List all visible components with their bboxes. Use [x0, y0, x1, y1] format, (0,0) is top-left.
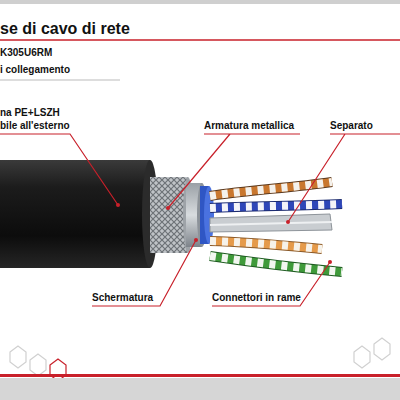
pair-outline — [210, 241, 322, 249]
subtitle-rule — [0, 80, 120, 81]
leader-dot — [116, 203, 120, 207]
hexagon — [30, 354, 46, 376]
pair-wire-white — [210, 182, 332, 196]
pair-outline — [210, 182, 332, 196]
pair-separator — [210, 214, 332, 232]
pair-wire-white — [210, 204, 342, 208]
separator-highlight — [210, 222, 332, 225]
part-label: Connettori in rame — [212, 292, 301, 304]
part-label: Armatura metallica — [204, 120, 294, 132]
part-label: Schermatura — [92, 292, 153, 304]
leader-line — [212, 262, 330, 306]
diagram-title: se di cavo di rete — [0, 19, 130, 38]
product-code: K305U6RM — [0, 47, 52, 59]
pair-outline — [210, 256, 342, 272]
frame-band — [0, 0, 400, 4]
leader-line — [92, 240, 196, 306]
hexagon-decoration — [10, 338, 390, 376]
leader-line — [288, 134, 400, 222]
pair-wire-white — [210, 241, 322, 249]
hexagon — [10, 346, 26, 368]
hexagon — [354, 346, 370, 368]
pair-wire — [210, 182, 332, 196]
leader-line — [0, 134, 118, 205]
twisted-pair-green — [210, 256, 342, 272]
leader-dot — [328, 260, 332, 264]
part-label: Separato — [330, 120, 373, 132]
frame-band — [0, 378, 400, 400]
hexagon — [374, 338, 390, 360]
metal-braid — [150, 177, 188, 253]
leader-dot — [194, 238, 198, 242]
leader-dot — [166, 206, 170, 210]
subtitle: i collegamento — [0, 64, 70, 76]
leader-lines — [0, 134, 400, 306]
pair-wire — [210, 256, 342, 272]
hexagon-red — [50, 359, 66, 381]
part-label: bile all'esterno — [0, 120, 70, 132]
leader-dot — [286, 220, 290, 224]
cable-jacket — [0, 160, 150, 268]
pair-wire-white — [210, 256, 342, 272]
title-rule — [0, 39, 400, 41]
frame-stripe — [0, 374, 400, 377]
leader-dots — [116, 203, 332, 264]
pair-outline — [210, 204, 342, 208]
pair-wire — [210, 204, 342, 208]
twisted-pair-orange — [210, 182, 332, 196]
twisted-pair-light-orange — [210, 241, 322, 249]
leader-line — [168, 134, 300, 208]
twisted-pair-blue — [210, 204, 342, 208]
part-label: na PE+LSZH — [0, 107, 60, 119]
pair-wire — [210, 241, 322, 249]
